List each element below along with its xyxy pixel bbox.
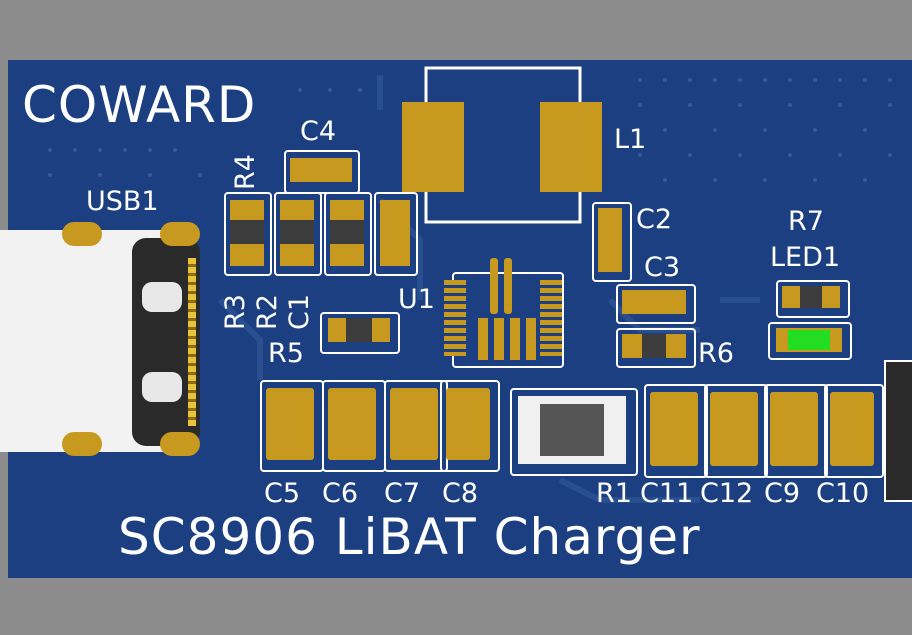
c2-body <box>598 208 622 272</box>
c1-resistive <box>330 220 364 244</box>
label-c12: C12 <box>700 478 754 509</box>
label-l1: L1 <box>614 124 647 155</box>
c8-body <box>446 388 490 460</box>
label-r4: R4 <box>230 154 261 190</box>
extra-cap-body <box>380 200 410 266</box>
battery-connector <box>884 360 912 502</box>
c9-outline <box>764 384 828 478</box>
label-c8: C8 <box>442 478 479 509</box>
l1-pad-right <box>540 102 602 192</box>
r7-outline <box>776 280 850 318</box>
label-r2: R2 <box>252 294 283 330</box>
label-u1: U1 <box>398 284 435 315</box>
c10-body <box>830 392 874 466</box>
usb-mount-pad-left-top <box>62 222 102 246</box>
led1-outline <box>768 322 852 360</box>
label-c11: C11 <box>640 478 694 509</box>
label-c1: C1 <box>284 293 315 330</box>
label-r3: R3 <box>220 294 251 330</box>
label-r1: R1 <box>596 478 632 509</box>
l1-pad-left <box>402 102 464 192</box>
extra-cap-outline <box>374 192 418 276</box>
r3-resistive <box>230 220 264 244</box>
c3-body <box>622 290 686 314</box>
brand-text: COWARD <box>22 76 257 134</box>
usb-shell-highlight <box>142 282 182 312</box>
c7-body <box>390 388 438 460</box>
u1-center-pad-3 <box>510 318 520 360</box>
r5-resistive <box>346 318 372 342</box>
r1-resistive <box>540 404 604 456</box>
u1-pins-left <box>444 280 466 356</box>
label-r7: R7 <box>788 206 824 237</box>
label-r5: R5 <box>268 338 304 369</box>
usb-mount-pad-bottom <box>160 432 200 456</box>
led1-green <box>788 330 830 350</box>
label-c7: C7 <box>384 478 421 509</box>
u1-pins-right <box>540 280 562 356</box>
c9-body <box>770 392 818 466</box>
label-usb1: USB1 <box>86 186 159 217</box>
c6-body <box>328 388 376 460</box>
c12-body <box>710 392 758 466</box>
r5-outline <box>320 312 400 354</box>
c8-outline <box>440 380 500 472</box>
label-c5: C5 <box>264 478 301 509</box>
usb-mount-pad-left-bottom <box>62 432 102 456</box>
usb-mount-pad-top <box>160 222 200 246</box>
label-c2: C2 <box>636 204 673 235</box>
label-c10: C10 <box>816 478 870 509</box>
usb-pins <box>188 258 196 426</box>
c3-outline <box>616 284 696 324</box>
r6-outline <box>616 328 696 368</box>
r2-resistive <box>280 220 314 244</box>
label-c4: C4 <box>300 116 337 147</box>
r2-outline <box>274 192 322 276</box>
label-c3: C3 <box>644 252 681 283</box>
c10-outline <box>824 384 884 478</box>
c11-body <box>650 392 698 466</box>
u1-center-pad-2 <box>494 318 504 360</box>
r6-resistive <box>642 334 666 358</box>
c4-body <box>290 158 352 182</box>
board-title: SC8906 LiBAT Charger <box>118 508 701 566</box>
r7-resistive <box>800 286 822 308</box>
c4-outline <box>284 150 360 194</box>
c2-outline <box>592 202 632 282</box>
r3-outline <box>224 192 272 276</box>
u1-top-pad-1 <box>490 258 498 314</box>
usb-shell-highlight-lower <box>142 372 182 402</box>
u1-center-pad-1 <box>478 318 488 360</box>
c1-outline <box>324 192 372 276</box>
c5-body <box>266 388 314 460</box>
u1-center-pad-4 <box>526 318 536 360</box>
label-c9: C9 <box>764 478 801 509</box>
c12-outline <box>704 384 768 478</box>
r1-outline <box>510 388 638 476</box>
c11-outline <box>644 384 708 478</box>
label-r6: R6 <box>698 338 734 369</box>
label-led1: LED1 <box>770 242 841 273</box>
u1-top-pad-2 <box>504 258 512 314</box>
label-c6: C6 <box>322 478 359 509</box>
